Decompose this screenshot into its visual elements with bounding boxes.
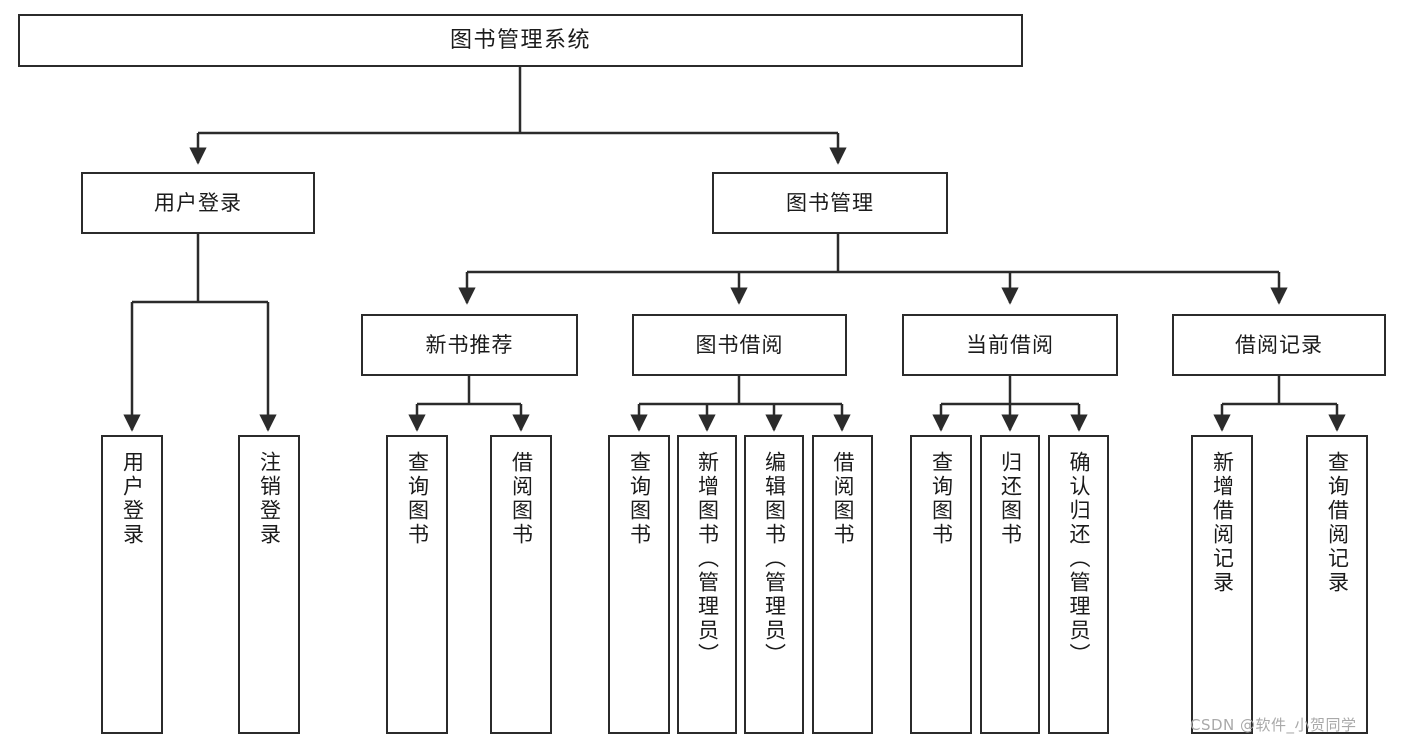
node-book-management[interactable]: 图书管理: [712, 172, 948, 234]
node-label: 归还图书: [998, 451, 1023, 547]
node-leaf-query-book-recommend[interactable]: 查询图书: [386, 435, 448, 734]
node-leaf-add-book-admin[interactable]: 新增图书（管理员）: [677, 435, 737, 734]
node-label: 用户登录: [154, 190, 242, 215]
node-leaf-add-borrow-record[interactable]: 新增借阅记录: [1191, 435, 1253, 734]
node-new-book-recommend[interactable]: 新书推荐: [361, 314, 578, 376]
node-label: 注销登录: [257, 451, 282, 547]
node-leaf-logout[interactable]: 注销登录: [238, 435, 300, 734]
node-label: 编辑图书（管理员）: [762, 451, 787, 667]
node-label: 确认归还（管理员）: [1067, 451, 1091, 667]
node-label: 查询图书: [627, 451, 652, 547]
node-label: 当前借阅: [966, 332, 1054, 357]
node-leaf-query-borrow-record[interactable]: 查询借阅记录: [1306, 435, 1368, 734]
node-label: 图书管理系统: [449, 27, 591, 53]
node-leaf-query-book-current[interactable]: 查询图书: [910, 435, 972, 734]
node-leaf-confirm-return-admin[interactable]: 确认归还（管理员）: [1048, 435, 1109, 734]
node-label: 图书管理: [786, 190, 874, 215]
node-leaf-user-login[interactable]: 用户登录: [101, 435, 163, 734]
node-leaf-query-book-borrow[interactable]: 查询图书: [608, 435, 670, 734]
node-leaf-return-book[interactable]: 归还图书: [980, 435, 1040, 734]
node-book-borrow[interactable]: 图书借阅: [632, 314, 847, 376]
node-label: 查询图书: [929, 451, 954, 547]
node-leaf-borrow-book[interactable]: 借阅图书: [812, 435, 873, 734]
node-label: 用户登录: [120, 451, 145, 547]
node-label: 新书推荐: [425, 332, 514, 357]
node-label: 借阅图书: [831, 451, 855, 547]
node-label: 查询图书: [405, 451, 430, 547]
node-current-borrow[interactable]: 当前借阅: [902, 314, 1118, 376]
node-leaf-edit-book-admin[interactable]: 编辑图书（管理员）: [744, 435, 804, 734]
node-label: 查询借阅记录: [1325, 451, 1350, 595]
node-label: 借阅图书: [509, 451, 534, 547]
node-label: 图书借阅: [695, 332, 784, 357]
watermark-text: CSDN @软件_小贺同学: [1190, 716, 1357, 734]
node-borrow-record[interactable]: 借阅记录: [1172, 314, 1386, 376]
node-root-system[interactable]: 图书管理系统: [18, 14, 1023, 67]
node-label: 新增图书（管理员）: [695, 451, 720, 667]
node-leaf-borrow-book-recommend[interactable]: 借阅图书: [490, 435, 552, 734]
node-label: 新增借阅记录: [1210, 451, 1235, 595]
node-label: 借阅记录: [1235, 332, 1323, 357]
node-user-login[interactable]: 用户登录: [81, 172, 315, 234]
